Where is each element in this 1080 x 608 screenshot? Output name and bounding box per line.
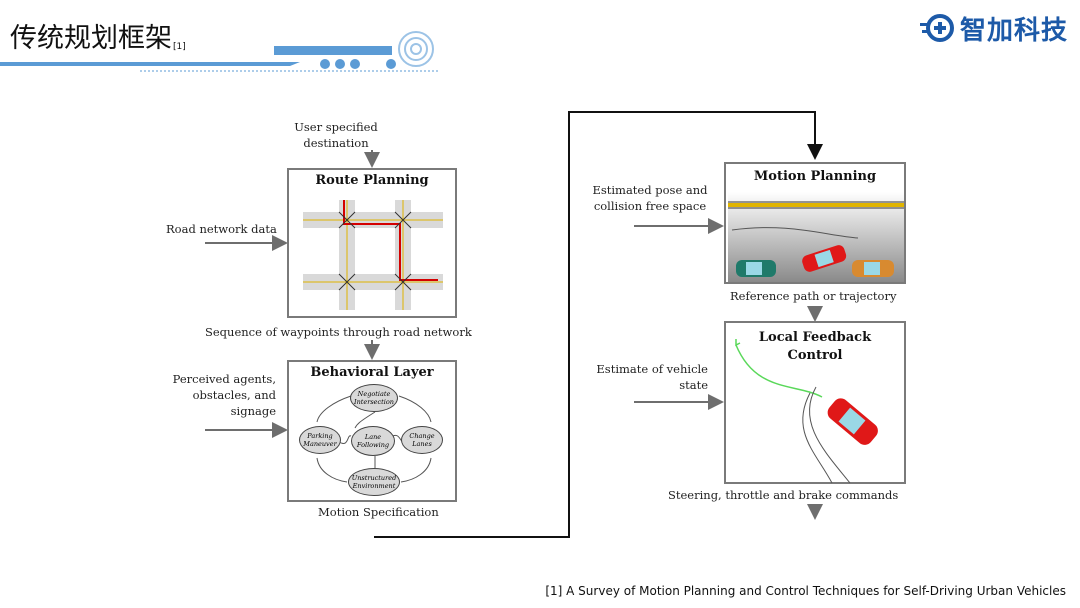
local-feedback-control-block: Local Feedback Control	[724, 321, 906, 484]
brand-icon	[919, 14, 954, 42]
behavioral-layer-title: Behavioral Layer	[310, 365, 434, 380]
road-grid-illustration	[303, 200, 443, 310]
motion-planning-title: Motion Planning	[753, 169, 877, 184]
state-change-lanes: Change Lanes	[401, 426, 443, 454]
state-lane-following: Lane Following	[351, 426, 395, 456]
route-planning-block: Route Planning	[287, 168, 457, 318]
citation: [1] A Survey of Motion Planning and Cont…	[545, 584, 1066, 598]
header-decoration	[0, 31, 440, 72]
local-feedback-title: Local Feedback Control	[758, 330, 872, 363]
input-estimated-pose: Estimated pose and collision free space	[592, 183, 708, 213]
state-unstructured-environment: Unstructured Environment	[348, 468, 400, 496]
state-negotiate-intersection: Negotiate Intersection	[350, 384, 398, 412]
output-commands: Steering, throttle and brake commands	[668, 488, 899, 502]
feedback-control-illustration	[735, 339, 878, 484]
brand-logo: 智加科技	[919, 10, 1068, 46]
route-planning-title: Route Planning	[315, 173, 429, 188]
brand-name: 智加科技	[959, 15, 1068, 46]
state-parking-maneuver: Parking Maneuver	[299, 426, 341, 454]
input-user-destination: User specified destination	[294, 120, 378, 150]
output-reference-path: Reference path or trajectory	[730, 289, 897, 303]
title-reference: [1]	[173, 42, 186, 52]
output-motion-specification: Motion Specification	[318, 505, 439, 519]
slide-title: 传统规划框架[1]	[10, 16, 186, 55]
behavioral-layer-block: Behavioral Layer Negotiate Intersection …	[287, 360, 457, 502]
input-vehicle-state: Estimate of vehicle state	[596, 362, 708, 392]
motion-planning-illustration	[728, 192, 904, 282]
input-perceived-agents: Perceived agents, obstacles, and signage	[172, 372, 276, 418]
motion-planning-block: Motion Planning	[724, 162, 906, 284]
output-waypoints: Sequence of waypoints through road netwo…	[205, 325, 472, 339]
title-text: 传统规划框架	[10, 23, 172, 54]
input-road-network: Road network data	[166, 222, 277, 236]
